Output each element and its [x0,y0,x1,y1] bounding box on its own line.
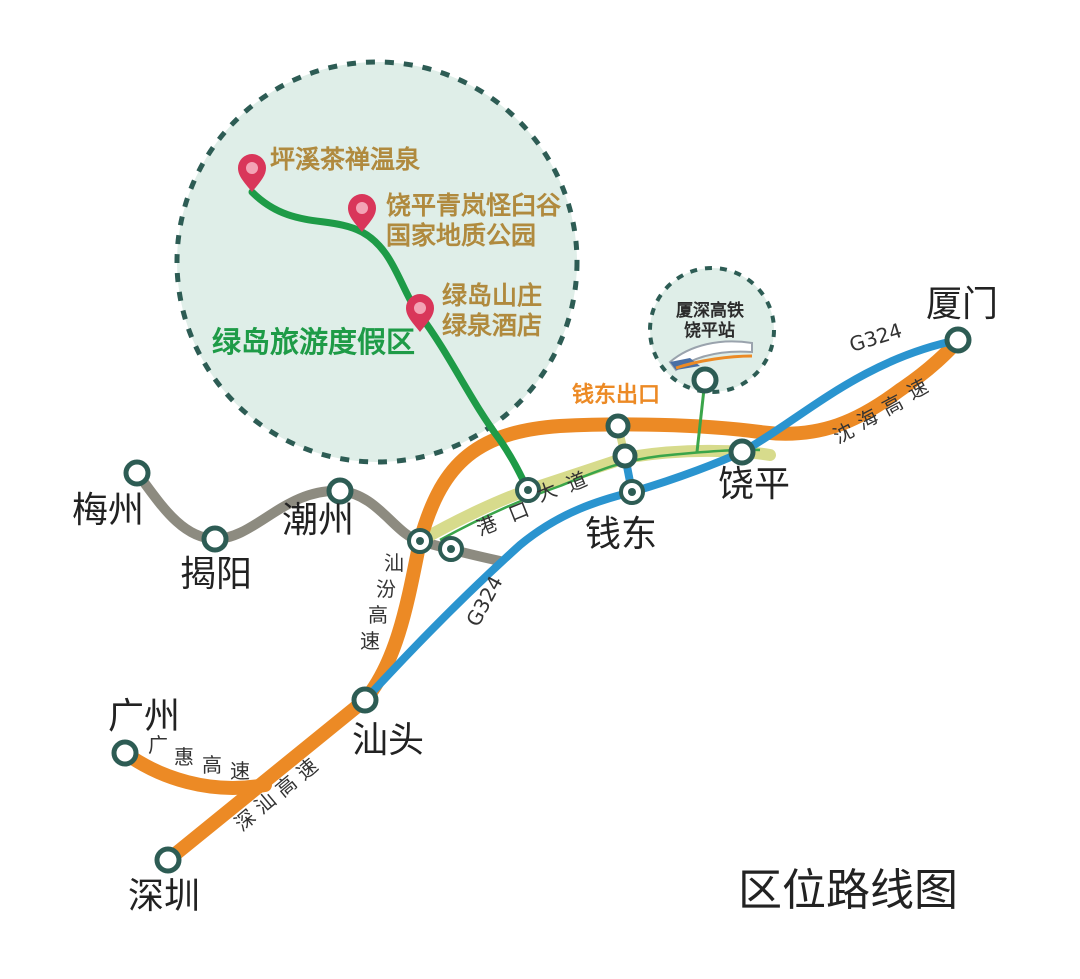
map-title: 区位路线图 [738,865,958,916]
interchange-markers [407,477,645,562]
hsr-station-label: 厦深高铁 [676,300,744,321]
city-label-shenzhen: 深圳 [128,876,200,917]
expressway-guanghui [118,746,272,795]
station-jieyang [201,525,229,553]
city-label-guangzhou: 广州 [108,696,180,737]
poi-label: 绿岛山庄 [442,281,542,310]
station-xiamen [944,326,972,354]
city-label-xiamen: 厦门 [926,284,998,325]
poi-label: 绿泉酒店 [442,311,542,340]
poi-label: 国家地质公园 [386,221,536,250]
station-shantou [351,686,379,714]
harbor-avenue-green-line [439,448,761,542]
city-label-jieyang: 揭阳 [180,554,252,595]
road-label-g324: G324 [846,318,904,357]
station-qiandong-north [612,443,638,469]
train-icon [668,340,753,372]
poi-pin-icon [238,154,266,192]
road-label-shanfen: 高 [368,603,388,627]
city-label-raoping: 饶平 [718,464,790,505]
city-label-meizhou: 梅州 [72,490,144,531]
resort-zone-label: 绿岛旅游度假区 [212,325,415,359]
station-guangzhou [111,739,139,767]
poi-label: 坪溪茶禅温泉 [270,145,420,174]
poi-label: 饶平青岚怪臼谷 [386,191,562,220]
station-hsr [691,366,719,394]
road-label-shanfen: 速 [360,629,380,653]
station-exit [605,413,631,439]
station-meizhou [123,459,151,487]
expressway-shenshan-shenhai [161,333,965,867]
road-label-guanghui: 速 [230,759,250,783]
station-markers [111,326,972,874]
hsr-station-label: 饶平站 [684,320,735,341]
road-label-g324: G324 [461,572,507,631]
road-label-shanfen: 汕 [384,551,404,575]
station-raoping [728,438,756,466]
city-label-chaozhou: 潮州 [282,500,354,541]
poi-pin-icon [348,194,376,232]
road-label-guanghui: 广 [148,733,168,757]
exit-label: 钱东出口 [572,382,660,408]
road-label-shanfen: 汾 [376,577,396,601]
road-label-guanghui: 惠 [174,745,194,769]
road-label-guanghui: 高 [202,753,222,777]
resort-zone-circle [174,59,580,465]
city-label-shantou: 汕头 [352,720,424,761]
station-shenzhen [154,846,182,874]
city-label-qiandong: 钱东 [585,514,657,555]
poi-pin-icon [406,294,434,332]
station-chaozhou [326,477,354,505]
